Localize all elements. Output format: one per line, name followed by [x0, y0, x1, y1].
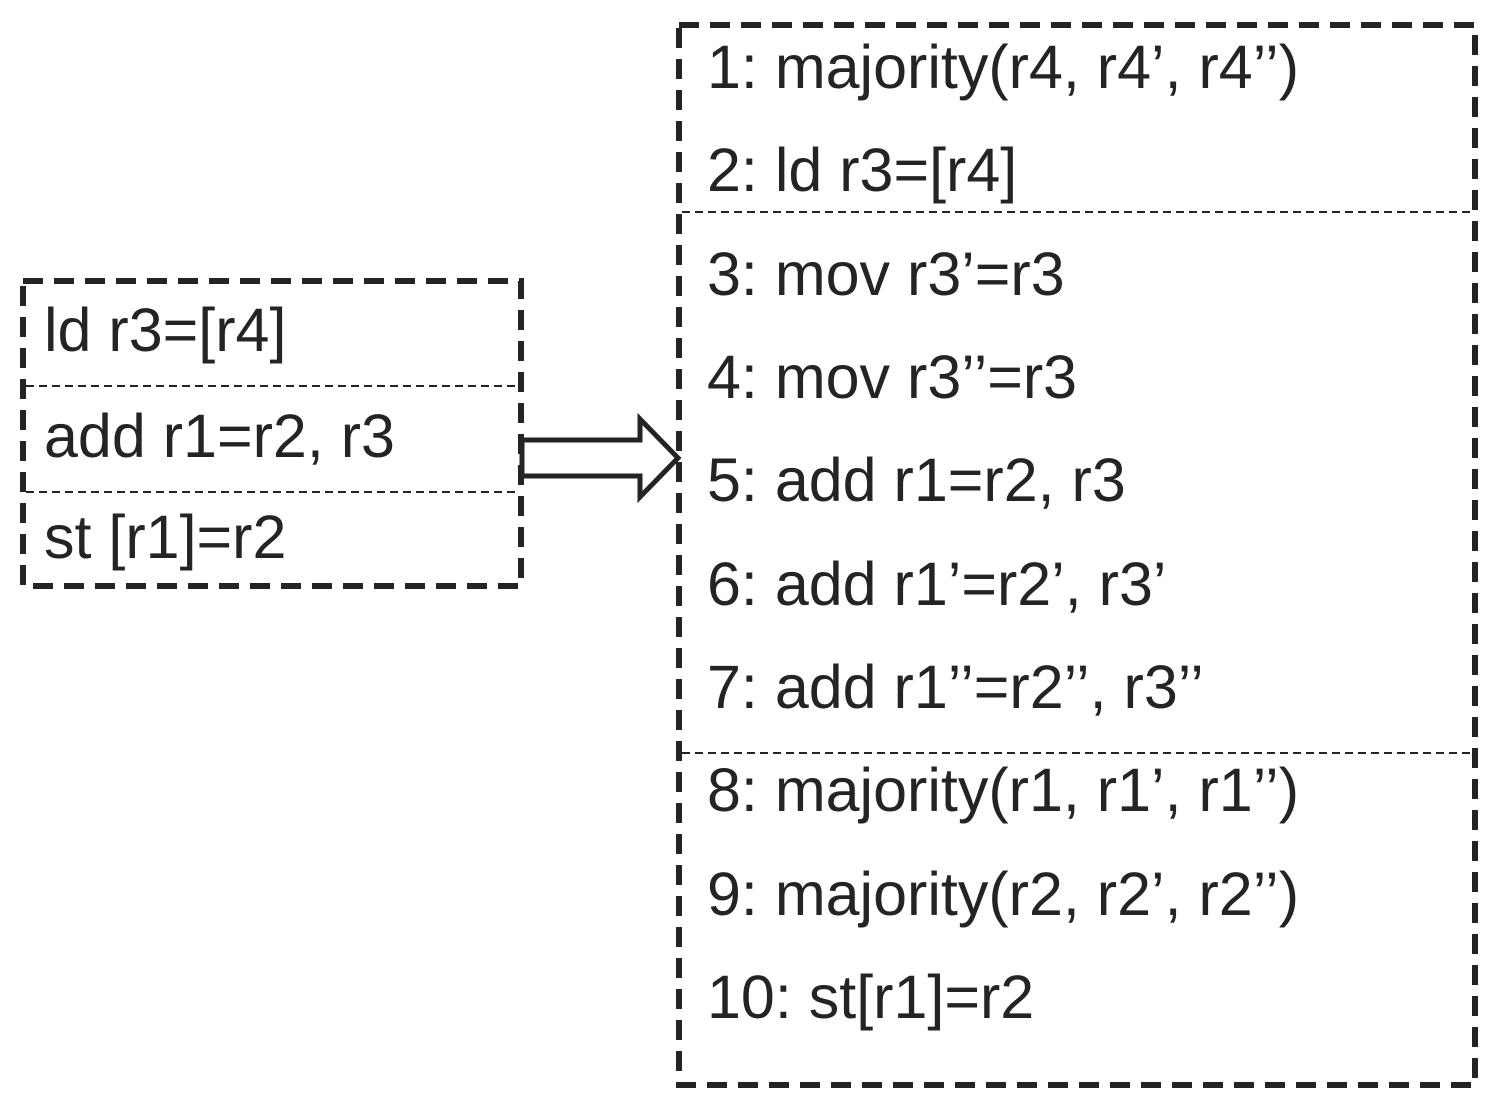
source-code-box: ld r3=[r4] add r1=r2, r3 st [r1]=r2	[20, 278, 524, 589]
left-box-border	[20, 278, 524, 589]
transformed-code-box: 1: majority(r4, r4’, r4’’) 2: ld r3=[r4]…	[676, 22, 1478, 1088]
block-arrow-icon	[519, 412, 682, 504]
instruction-line: 9: majority(r2, r2’, r2’’)	[707, 860, 1300, 928]
instruction-line: 7: add r1’’=r2’’, r3’’	[707, 653, 1204, 721]
right-box-border	[676, 22, 1478, 1088]
instruction-line: 4: mov r3’’=r3	[707, 343, 1078, 411]
instruction-line: 6: add r1’=r2’, r3’	[707, 550, 1167, 618]
instruction-line: add r1=r2, r3	[44, 402, 395, 470]
instruction-line: ld r3=[r4]	[44, 296, 287, 364]
instruction-line: 1: majority(r4, r4’, r4’’)	[707, 33, 1300, 101]
instruction-line: st [r1]=r2	[44, 503, 287, 571]
instruction-line: 8: majority(r1, r1’, r1’’)	[707, 756, 1300, 824]
instruction-line: 5: add r1=r2, r3	[707, 446, 1126, 514]
instruction-line: 10: st[r1]=r2	[707, 963, 1035, 1031]
instruction-line: 2: ld r3=[r4]	[707, 136, 1018, 204]
instruction-line: 3: mov r3’=r3	[707, 240, 1065, 308]
